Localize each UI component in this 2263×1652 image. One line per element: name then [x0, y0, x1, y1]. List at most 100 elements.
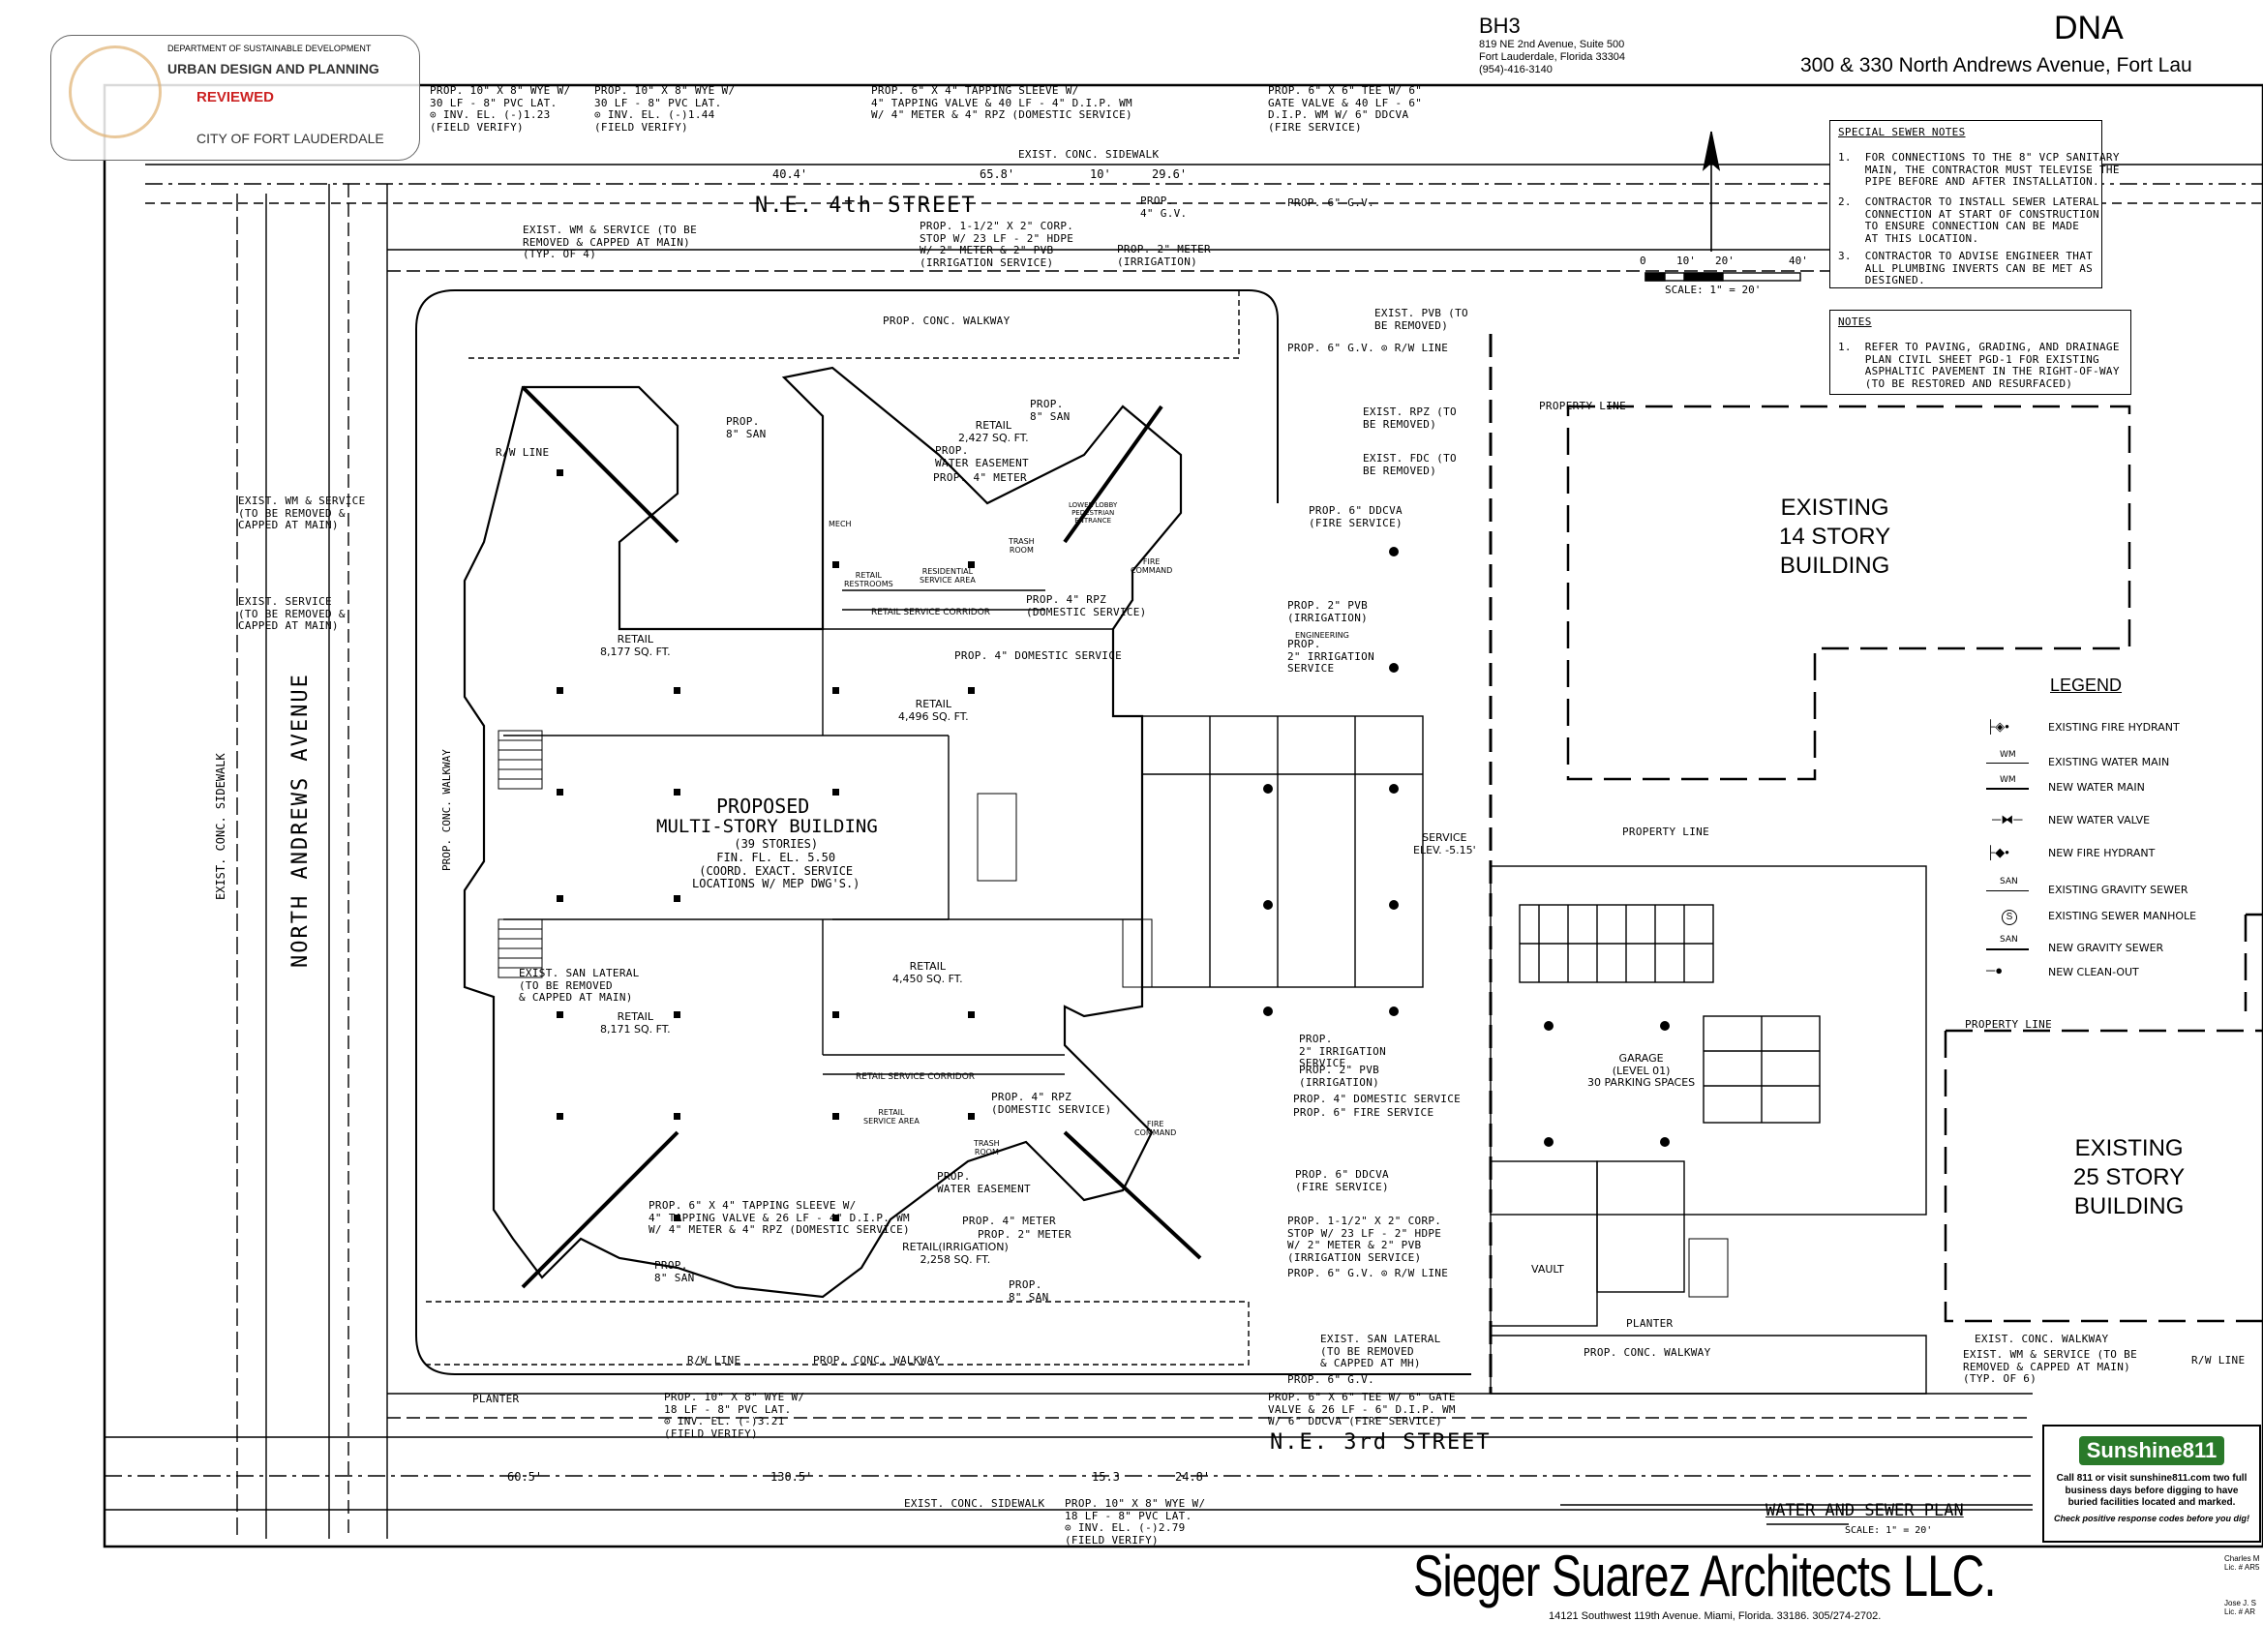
callout-rw-line-west: R/W LINE [496, 446, 550, 459]
callout-exist-service-west: EXIST. SERVICE (TO BE REMOVED & CAPPED A… [238, 595, 346, 633]
room-label: MECH [829, 520, 852, 528]
project-name: DNA [2054, 10, 2124, 46]
callout-san-south-1: PROP. 8" SAN [654, 1259, 695, 1284]
room-label: SERVICE ELEV. -5.15' [1413, 831, 1476, 856]
exist-sidewalk-south: EXIST. CONC. SIDEWALK [904, 1497, 1045, 1510]
legend-item-label: EXISTING GRAVITY SEWER [2048, 884, 2188, 896]
existing-14-story-building: EXISTING 14 STORY BUILDING [1779, 495, 1891, 579]
firm-address-3: (954)-416-3140 [1479, 64, 1553, 75]
callout-rpz-north: PROP. 4" RPZ (DOMESTIC SERVICE) [1026, 593, 1147, 618]
callout-rw-line-east: R/W LINE [2191, 1354, 2246, 1367]
room-label: RETAIL 8,177 SQ. FT. [600, 633, 671, 658]
room-label: RESIDENTIAL SERVICE AREA [920, 567, 976, 586]
sewer-manhole-icon: S [2002, 910, 2017, 925]
scale-tick-10: 10' [1676, 255, 1696, 267]
room-label: ENGINEERING [1295, 631, 1349, 640]
callout-rw-line-south: R/W LINE [687, 1354, 741, 1367]
callout-exist-fdc: EXIST. FDC (TO BE REMOVED) [1363, 452, 1457, 477]
legend-item-label: NEW CLEAN-OUT [2048, 966, 2139, 978]
dimension: 29.6' [1152, 167, 1188, 181]
sunshine-811-logo: Sunshine811 [2078, 1436, 2225, 1465]
callout-corp-stop-north: PROP. 1-1/2" X 2" CORP. STOP W/ 23 LF - … [920, 220, 1074, 269]
callout-san-north-1: PROP. 8" SAN [726, 415, 767, 440]
room-label: RETAIL 2,427 SQ. FT. [958, 419, 1029, 444]
water-main-line-icon [1986, 788, 2029, 790]
sunshine-line-1: Call 811 or visit sunshine811.com two fu… [2056, 1473, 2248, 1484]
general-notes: NOTES 1. REFER TO PAVING, GRADING, AND D… [1829, 310, 2131, 395]
clean-out-icon: ─● [1986, 963, 2004, 977]
room-label: RETAIL 4,496 SQ. FT. [898, 698, 969, 723]
gravity-sewer-line-icon [1986, 948, 2029, 950]
stamp-department: DEPARTMENT OF SUSTAINABLE DEVELOPMENT [167, 44, 372, 53]
architect-address: 14121 Southwest 119th Avenue. Miami, Flo… [1549, 1610, 1882, 1622]
callout-meter-2-south: PROP. 2" METER [978, 1228, 1071, 1241]
water-valve-icon: ─⧓─ [1992, 812, 2023, 826]
callout-gv-rw-south: PROP. 6" G.V. ⊙ R/W LINE [1287, 1267, 1449, 1279]
callout-ddcva-south: PROP. 6" DDCVA (FIRE SERVICE) [1295, 1168, 1389, 1193]
room-label: RETAIL RESTROOMS [844, 571, 893, 589]
legend-item-label: EXISTING FIRE HYDRANT [2048, 721, 2180, 734]
callout-meter-4-south: PROP. 4" METER [962, 1215, 1056, 1227]
legend-item-label: NEW FIRE HYDRANT [2048, 847, 2156, 859]
room-label: TRASH ROOM [974, 1139, 1000, 1157]
firm-address-2: Fort Lauderdale, Florida 33304 [1479, 51, 1626, 63]
room-label: RETAIL SERVICE CORRIDOR [856, 1072, 976, 1082]
scale-tick-0: 0 [1640, 255, 1646, 267]
callout-meter-2-north: PROP. 2" METER (IRRIGATION) [1117, 243, 1211, 268]
sheet-title: WATER AND SEWER PLAN [1765, 1501, 1964, 1520]
room-label: VAULT [1531, 1263, 1564, 1276]
callout-san-south-2: PROP. 8" SAN [1009, 1278, 1049, 1304]
callout-tee-north: PROP. 6" X 6" TEE W/ 6" GATE VALVE & 40 … [1268, 84, 1423, 134]
dimension: 15.3 [1092, 1470, 1120, 1484]
callout-tapping-sleeve-south: PROP. 6" X 4" TAPPING SLEEVE W/ 4" TAPPI… [649, 1199, 910, 1237]
firm-address-1: 819 NE 2nd Avenue, Suite 500 [1479, 39, 1625, 50]
special-sewer-notes: SPECIAL SEWER NOTES 1. FOR CONNECTIONS T… [1829, 120, 2119, 288]
room-label: RETAIL 8,171 SQ. FT. [600, 1010, 671, 1036]
callout-prop-gv: PROP. 6" G.V. [1287, 196, 1374, 209]
signer-1: Charles M Lic. # AR5 [2224, 1554, 2260, 1573]
callout-walkway-south: PROP. CONC. WALKWAY [813, 1354, 941, 1367]
callout-wye-south-1: PROP. 10" X 8" WYE W/ 18 LF - 8" PVC LAT… [664, 1391, 805, 1440]
callout-exist-pvb: EXIST. PVB (TO BE REMOVED) [1374, 307, 1468, 332]
callout-dom-south: PROP. 4" DOMESTIC SERVICE [1293, 1093, 1462, 1105]
dimension: 65.8' [980, 167, 1015, 181]
callout-dom-north: PROP. 4" DOMESTIC SERVICE [954, 649, 1123, 662]
room-label: TRASH ROOM [1009, 537, 1035, 556]
special-sewer-notes-title: SPECIAL SEWER NOTES [1838, 126, 1966, 138]
proposed-detail: (39 STORIES) FIN. FL. EL. 5.50 (COORD. E… [692, 837, 860, 891]
legend-item-label: NEW WATER MAIN [2048, 781, 2145, 794]
room-label: FIRE COMMAND [1131, 557, 1173, 576]
callout-prop-4gv: PROP. 4" G.V. [1140, 195, 1188, 220]
callout-corp-stop-south: PROP. 1-1/2" X 2" CORP. STOP W/ 23 LF - … [1287, 1215, 1442, 1264]
dimension: 60.5' [507, 1470, 543, 1484]
sunshine-811-notice: Sunshine811 Call 811 or visit sunshine81… [2042, 1425, 2261, 1543]
stamp-status: REVIEWED [196, 89, 275, 105]
callout-tapping-sleeve-north: PROP. 6" X 4" TAPPING SLEEVE W/ 4" TAPPI… [871, 84, 1132, 122]
callout-irr-south: PROP. 2" IRRIGATION SERVICE [1299, 1033, 1386, 1070]
scale-label: SCALE: 1" = 20' [1665, 284, 1762, 296]
notes-title: NOTES [1838, 315, 1872, 328]
callout-walkway-north: PROP. CONC. WALKWAY [883, 315, 1011, 327]
note-1: 1. REFER TO PAVING, GRADING, AND DRAINAG… [1838, 341, 2120, 390]
planter-label: PLANTER [1626, 1317, 1674, 1330]
street-north: N.E. 4th STREET [755, 194, 977, 218]
signer-2: Jose J. S Lic. # AR [2224, 1599, 2256, 1617]
street-west: NORTH ANDREWS AVENUE [288, 673, 313, 968]
callout-exist-san-lat-south: EXIST. SAN LATERAL (TO BE REMOVED & CAPP… [1320, 1333, 1441, 1370]
dimension: 10' [1090, 167, 1111, 181]
new-fire-hydrant-icon: ├◆• [1986, 845, 2009, 859]
water-main-line-icon [1986, 763, 2029, 764]
callout-rpz-south: PROP. 4" RPZ (DOMESTIC SERVICE) [991, 1091, 1112, 1116]
callout-water-ease-north: PROP. WATER EASEMENT [935, 444, 1029, 469]
callout-wye-south-2: PROP. 10" X 8" WYE W/ 18 LF - 8" PVC LAT… [1065, 1497, 1206, 1547]
room-label: RETAIL 4,450 SQ. FT. [892, 960, 963, 985]
review-stamp: DEPARTMENT OF SUSTAINABLE DEVELOPMENT UR… [50, 35, 420, 161]
project-address: 300 & 330 North Andrews Avenue, Fort Lau [1800, 54, 2192, 76]
sheet-scale: SCALE: 1" = 20' [1845, 1525, 1933, 1536]
legend-item-tag: WM [2000, 775, 2016, 785]
existing-fire-hydrant-icon: ├◈• [1986, 719, 2009, 734]
planter-label: PLANTER [472, 1393, 520, 1405]
room-label: RETAIL SERVICE CORRIDOR [871, 608, 991, 617]
room-label: FIRE COMMAND [1134, 1120, 1177, 1138]
